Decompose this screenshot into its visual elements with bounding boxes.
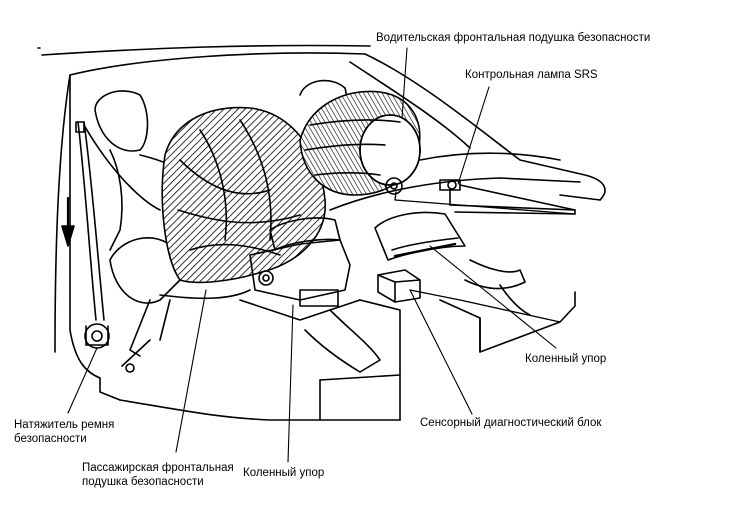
driver-airbag [299,90,421,196]
down-arrow-icon [61,196,75,247]
passenger-seat [109,236,251,373]
car-body-outline [37,44,606,421]
label-passenger-airbag-line-2: подушка безопасности [82,476,204,488]
seat-belt [75,121,161,349]
label-knee-bolster-right: Коленный упор [525,353,607,365]
label-belt-tensioner-line-2: безопасности [14,433,87,445]
wiring [394,191,576,323]
knee-bolster-left [239,217,361,321]
label-srs-lamp: Контрольная лампа SRS [465,69,598,81]
floor-console [319,291,576,421]
label-belt-tensioner: Натяжитель ремня безопасности [14,418,114,446]
label-sensor-unit: Сенсорный диагностический блок [420,417,602,429]
sensor-unit [377,269,421,303]
knee-bolster-right [374,211,466,261]
label-driver-airbag: Водительская фронтальная подушка безопас… [376,32,651,44]
label-passenger-airbag: Пассажирская фронтальная подушка безопас… [82,461,234,489]
passenger-airbag [161,106,326,284]
label-belt-tensioner-line-1: Натяжитель ремня [14,419,115,431]
label-passenger-airbag-line-1: Пассажирская фронтальная [82,462,234,474]
dashboard [329,152,581,215]
occupant-legs [304,259,531,373]
leader-lines [67,47,557,463]
label-knee-bolster-bottom: Коленный упор [243,467,325,479]
